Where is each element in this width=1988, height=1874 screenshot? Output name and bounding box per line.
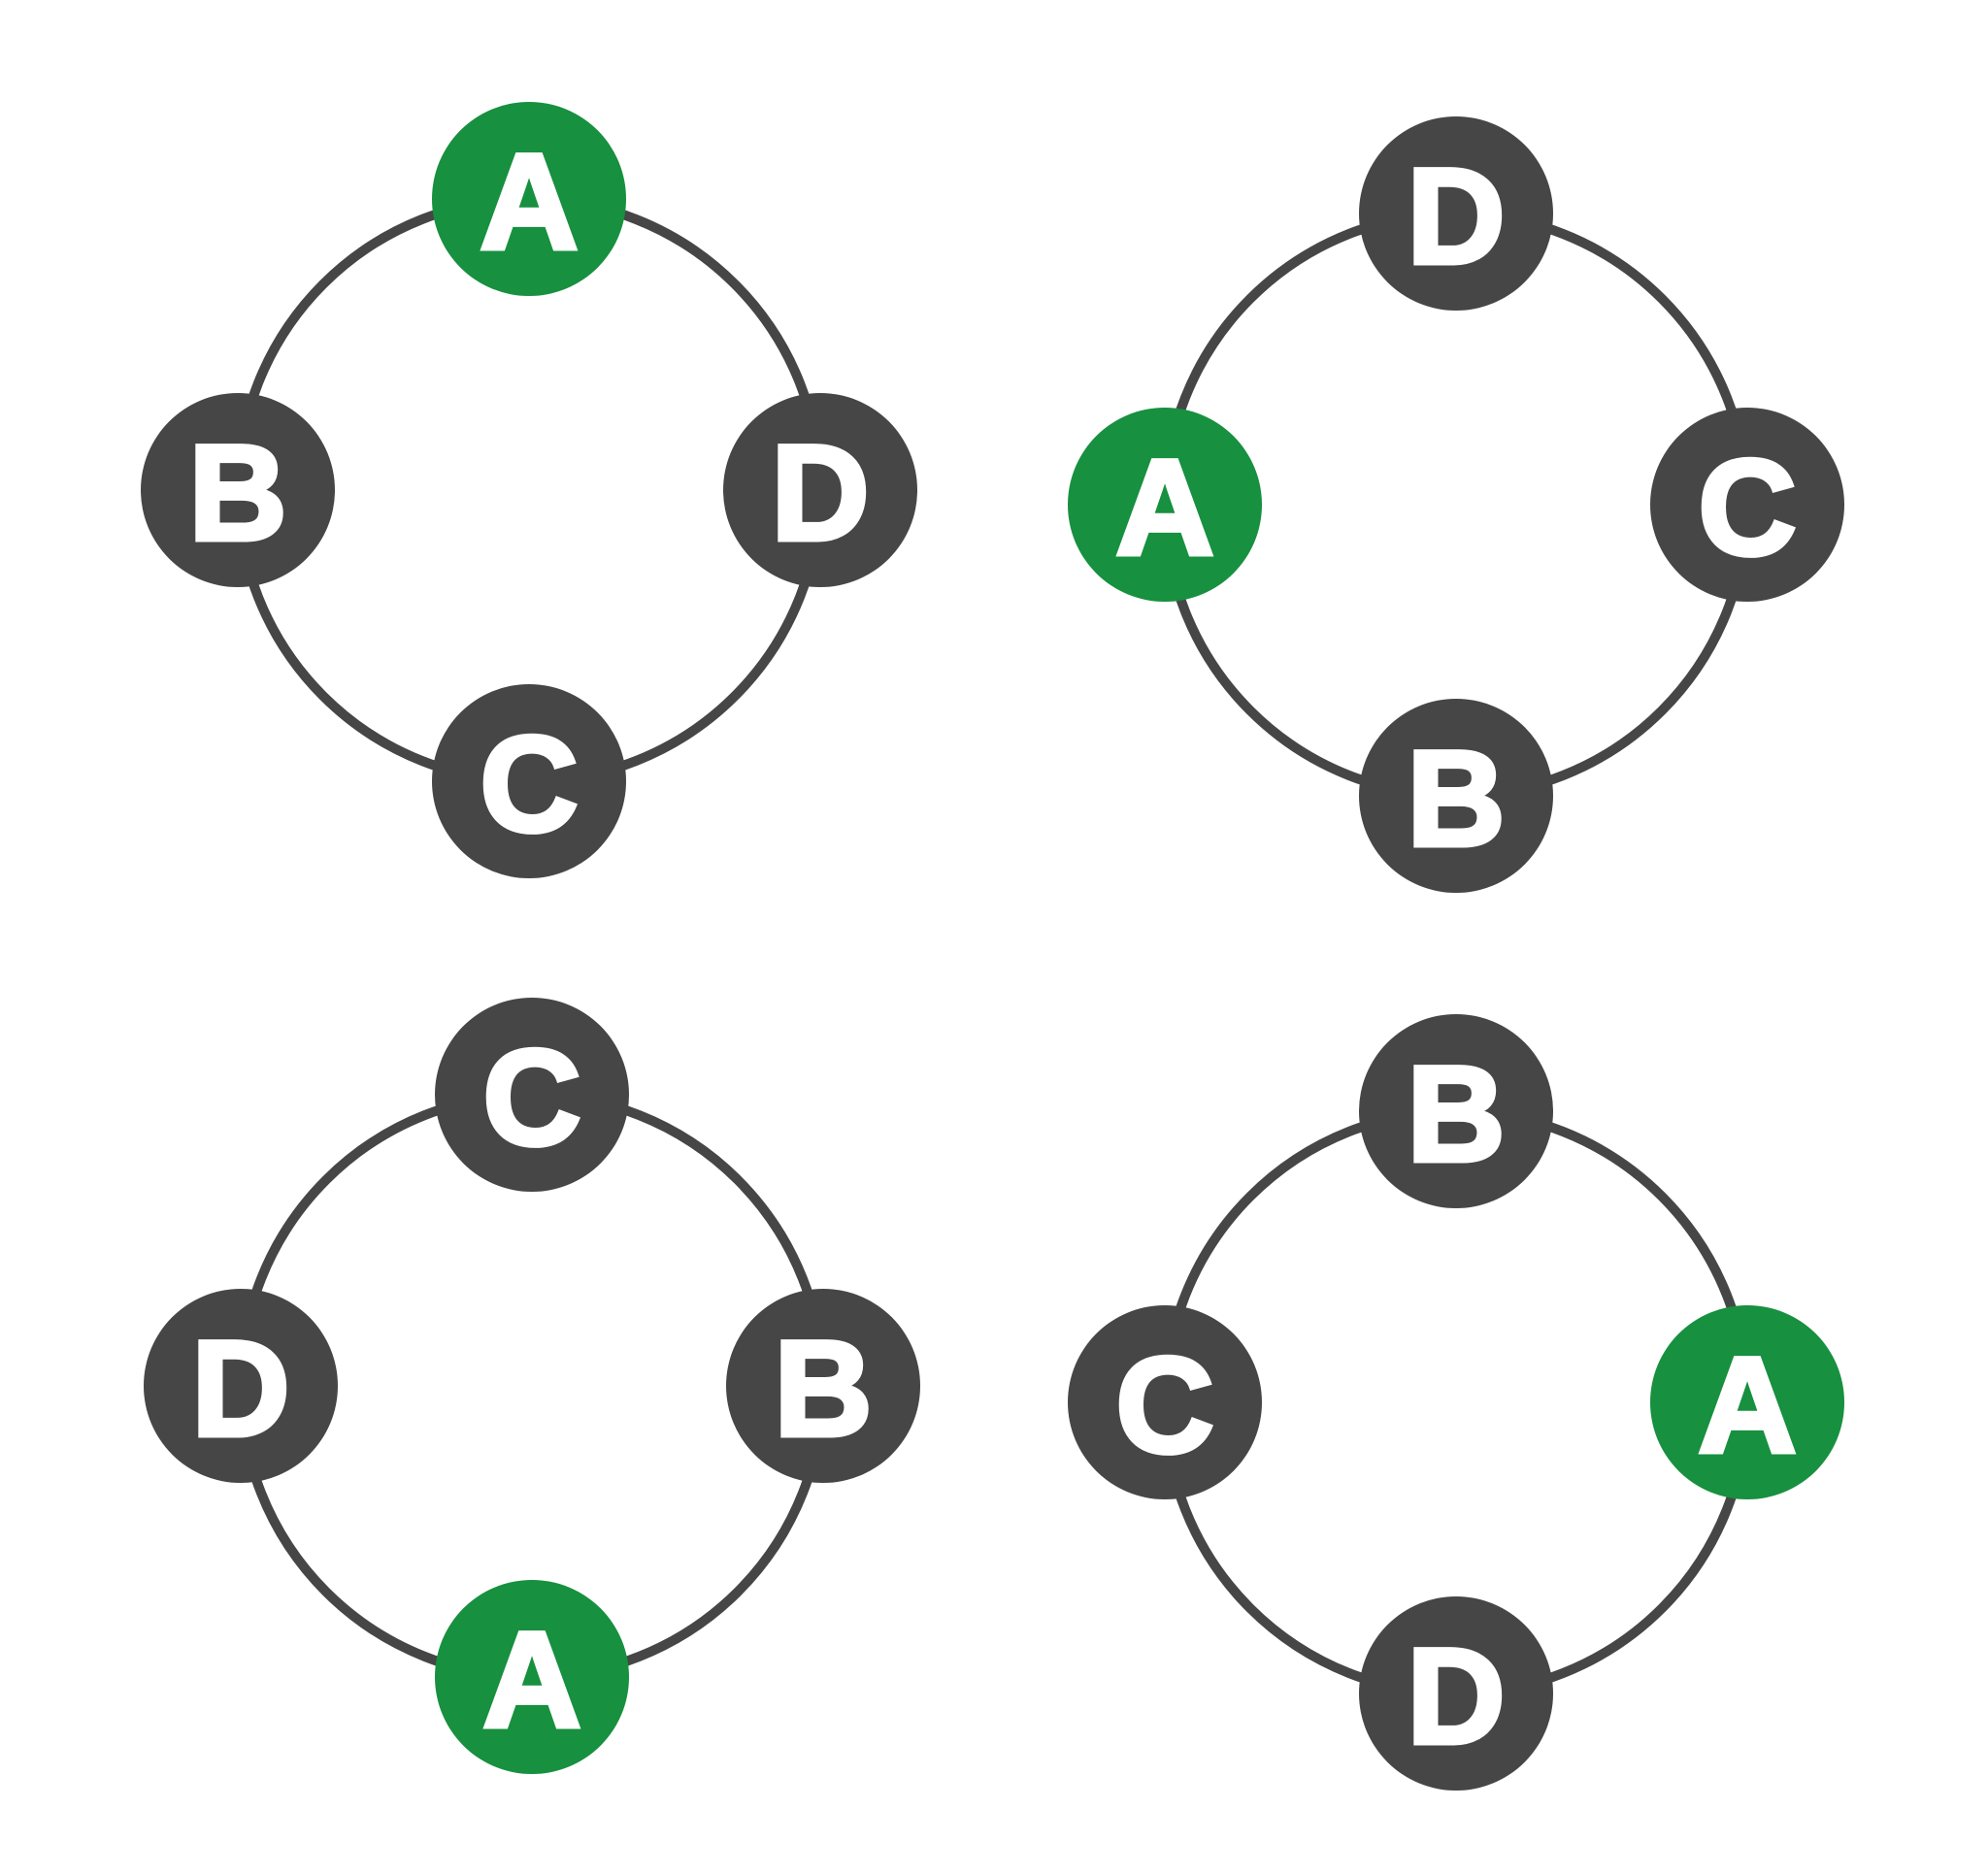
ring-node-left: C (1068, 1305, 1262, 1499)
ring-node-top: D (1359, 116, 1553, 311)
node-label: B (188, 416, 286, 569)
ring-node-left: A (1068, 408, 1262, 602)
node-circle (432, 102, 626, 296)
ring-node-left: B (141, 393, 335, 587)
node-circle (1359, 1596, 1553, 1791)
ring-diagram-2: D C B A (1068, 116, 1844, 893)
node-label: C (1115, 1329, 1213, 1481)
ring-node-right: C (1650, 408, 1844, 602)
ring-node-top: A (432, 102, 626, 296)
node-label: C (1698, 431, 1796, 583)
node-circle (1068, 408, 1262, 602)
node-label: C (482, 1021, 580, 1173)
node-label: A (480, 125, 578, 278)
node-circle (1359, 699, 1553, 893)
node-circle (435, 998, 629, 1192)
node-label: B (1407, 722, 1505, 874)
node-label: D (1407, 1620, 1505, 1772)
ring-node-top: C (435, 998, 629, 1192)
node-label: B (774, 1312, 872, 1464)
ring-node-bottom: D (1359, 1596, 1553, 1791)
node-label: D (771, 416, 869, 569)
ring-node-bottom: A (435, 1580, 629, 1774)
node-circle (141, 393, 335, 587)
ring-node-bottom: B (1359, 699, 1553, 893)
ring-diagram-3: C B A D (144, 998, 920, 1774)
node-circle (1068, 1305, 1262, 1499)
ring-node-right: B (726, 1289, 920, 1483)
ring-node-right: D (723, 393, 917, 587)
node-label: A (1698, 1329, 1796, 1481)
ring-node-top: B (1359, 1014, 1553, 1208)
node-label: D (191, 1312, 289, 1464)
node-circle (144, 1289, 338, 1483)
node-circle (726, 1289, 920, 1483)
ring-diagram-4: B A D C (1068, 1014, 1844, 1791)
ring-node-left: D (144, 1289, 338, 1483)
node-circle (432, 684, 626, 878)
ring-node-bottom: C (432, 684, 626, 878)
node-circle (723, 393, 917, 587)
node-label: A (482, 1603, 580, 1756)
node-label: D (1407, 140, 1505, 292)
node-circle (1359, 1014, 1553, 1208)
ring-node-right: A (1650, 1305, 1844, 1499)
node-circle (1650, 1305, 1844, 1499)
node-label: A (1115, 431, 1213, 583)
node-label: B (1407, 1037, 1505, 1190)
node-circle (1650, 408, 1844, 602)
node-circle (1359, 116, 1553, 311)
node-circle (435, 1580, 629, 1774)
ring-diagram-1: A D C B (141, 102, 917, 878)
node-label: C (480, 707, 578, 860)
